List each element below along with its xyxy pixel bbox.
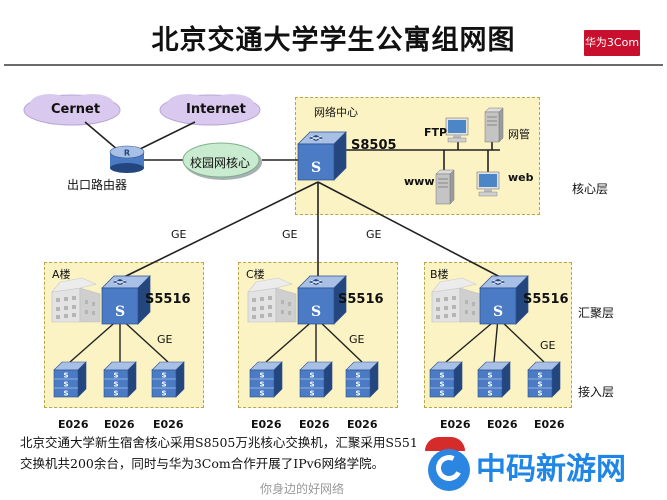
access-label-a2: E026 [104, 418, 135, 431]
access-switch-c1-icon [249, 361, 283, 398]
red-badge [425, 437, 465, 451]
www-server-icon [435, 169, 455, 205]
agg-switch-b-model: S5516 [523, 292, 569, 307]
brand-logo: 华为3Com [584, 30, 640, 56]
title-divider [4, 64, 663, 66]
internet-cloud [159, 94, 261, 126]
access-label-b2: E026 [487, 418, 518, 431]
access-switch-c3-icon [345, 361, 379, 398]
svg-text:S: S [311, 304, 321, 320]
svg-text:S: S [115, 304, 125, 320]
ge-label-right: GE [366, 228, 382, 241]
building-b-icon [431, 277, 481, 323]
ge-label-b: GE [540, 339, 556, 352]
access-label-c2: E026 [299, 418, 330, 431]
agg-switch-c-icon: S [297, 275, 347, 325]
caption-line-1: 北京交通大学新生宿舍核心采用S8505万兆核心交换机，汇聚采用S551 [20, 435, 418, 450]
watermark-text: 中码新游网 [476, 452, 626, 487]
slogan-text: 你身边的好网络 [260, 482, 345, 496]
access-switch-b2-icon [477, 361, 511, 398]
mgmt-label: 网管 [508, 128, 530, 141]
network-center-label: 网络中心 [314, 106, 358, 119]
access-switch-c2-icon [299, 361, 333, 398]
building-c-icon [247, 277, 297, 323]
access-switch-a3-icon [151, 361, 185, 398]
core-switch-model: S8505 [351, 138, 397, 153]
access-switch-a2-icon [103, 361, 137, 398]
access-layer-label: 接入层 [578, 385, 615, 399]
campus-core-cloud [182, 142, 262, 180]
agg-switch-a-model: S5516 [145, 292, 191, 307]
building-b-name: B楼 [430, 268, 449, 281]
site-watermark: 中码新游网 [428, 449, 664, 491]
svg-text:R: R [124, 149, 130, 158]
building-a-name: A楼 [52, 268, 71, 281]
web-label: web [508, 171, 534, 184]
access-label-a3: E026 [153, 418, 184, 431]
ge-label-left: GE [171, 228, 187, 241]
building-c-name: C楼 [246, 268, 265, 281]
svg-text:S: S [311, 160, 321, 176]
access-switch-b1-icon [429, 361, 463, 398]
core-layer-label: 核心层 [572, 182, 609, 196]
cernet-cloud [23, 94, 121, 126]
ge-label-middle: GE [282, 228, 298, 241]
page-title: 北京交通大学学生公寓组网图 [151, 25, 516, 56]
router-label: 出口路由器 [67, 178, 128, 192]
access-switch-b3-icon [527, 361, 561, 398]
agg-switch-a-icon: S [101, 275, 151, 325]
access-label-b3: E026 [534, 418, 565, 431]
caption: 北京交通大学新生宿舍核心采用S8505万兆核心交换机，汇聚采用S551 交换机共… [20, 432, 440, 474]
access-label-c1: E026 [251, 418, 282, 431]
access-label-b1: E026 [440, 418, 471, 431]
router-icon: R [109, 145, 145, 173]
ftp-label: FTP [424, 126, 448, 139]
svg-text:S: S [493, 304, 503, 320]
cernet-label: Cernet [51, 102, 101, 117]
building-a-icon [51, 277, 101, 323]
internet-label: Internet [186, 102, 246, 117]
www-label: www [404, 175, 435, 188]
access-label-c3: E026 [347, 418, 378, 431]
access-switch-a1-icon [53, 361, 87, 398]
core-switch-icon: S [297, 131, 347, 181]
web-server-icon [476, 171, 500, 197]
agg-switch-b-icon: S [479, 275, 529, 325]
watermark-logo-icon [428, 449, 470, 491]
access-label-a1: E026 [58, 418, 89, 431]
agg-switch-c-model: S5516 [338, 292, 384, 307]
aggregation-layer-label: 汇聚层 [578, 306, 615, 320]
campus-core-label: 校园网核心 [190, 156, 251, 170]
mgmt-server-icon [484, 107, 504, 143]
ge-label-c: GE [349, 333, 365, 346]
ge-label-a: GE [157, 333, 173, 346]
caption-line-2: 交换机共200余台，同时与华为3Com合作开展了IPv6网络学院。 [20, 456, 385, 471]
ftp-server-icon [445, 117, 469, 143]
